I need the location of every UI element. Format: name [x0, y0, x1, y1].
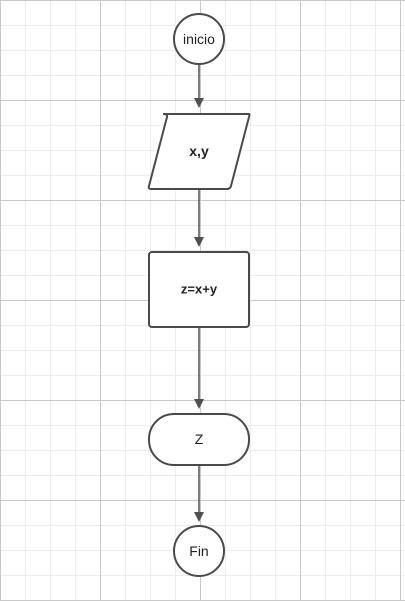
output-node[interactable]: Z — [148, 413, 250, 466]
input-node-label: x,y — [189, 143, 209, 159]
input-node[interactable]: x,y — [147, 113, 251, 190]
end-node-label: Fin — [189, 543, 208, 559]
start-node[interactable]: inicio — [173, 13, 225, 65]
end-node[interactable]: Fin — [173, 525, 225, 577]
output-node-label: Z — [195, 431, 204, 447]
process-node-label: z=x+y — [181, 282, 218, 297]
process-node[interactable]: z=x+y — [148, 251, 250, 328]
start-node-label: inicio — [183, 31, 215, 47]
